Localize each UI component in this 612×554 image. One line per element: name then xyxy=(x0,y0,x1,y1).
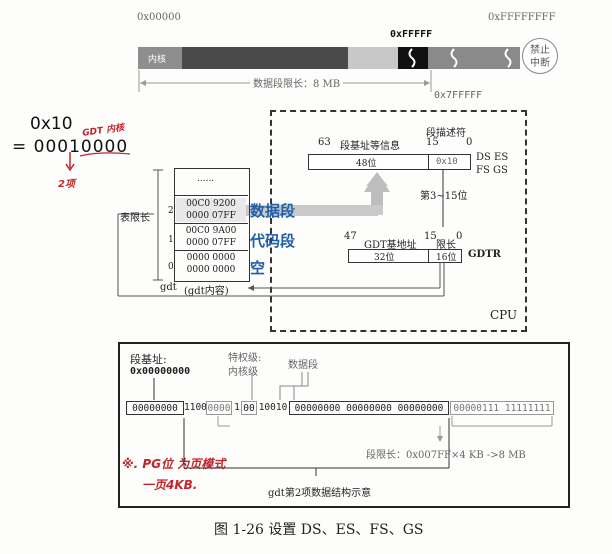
gdt-caption: (gdt内容) xyxy=(184,286,229,297)
bits-limit-lo: 00000111 11111111 xyxy=(450,401,554,415)
forbid-interrupt-circle xyxy=(522,38,558,74)
figure-caption: 图 1-26 设置 DS、ES、FS、GS xyxy=(214,522,424,538)
detail-privilege-label-1: 特权级: xyxy=(228,353,262,364)
hand-code-seg: 代码段 xyxy=(250,232,296,250)
detail-base-value: 0x00000000 xyxy=(130,366,191,377)
hand-pg-note-2: 一页4KB. xyxy=(142,478,198,492)
bits-limit-hi: 0000 xyxy=(206,401,232,415)
bits-base-hi: 00000000 xyxy=(126,401,184,415)
limit-to-table-pointer xyxy=(248,262,441,291)
gdtr-divider xyxy=(428,249,429,263)
detail-privilege-label-2: 内核级 xyxy=(228,367,258,378)
gdtr-limit-title: 限长 xyxy=(436,240,456,251)
selector-bit-0: 0 xyxy=(466,137,473,148)
addr-7ffff-label: 0x7FFFFF xyxy=(434,90,483,101)
detail-limit-formula: 段限长：0x007FF×4 KB ->8 MB xyxy=(366,450,526,461)
hand-null-seg: 空 xyxy=(250,259,266,277)
addr-start-label: 0x00000 xyxy=(137,12,181,23)
addr-ffff-label: 0xFFFFF xyxy=(390,29,433,40)
selector-title: 段描述符 xyxy=(426,128,466,139)
gdt-index-1: 1 xyxy=(168,235,174,245)
memory-kernel-segment xyxy=(138,47,182,69)
detail-data-seg-label: 数据段 xyxy=(288,360,318,371)
gdtr-bit-47: 47 xyxy=(344,231,357,242)
gdtr-base-pointer xyxy=(117,258,445,297)
gdt-row-0: 00C0 9200 xyxy=(176,198,246,210)
detail-pointer-lines xyxy=(153,372,309,400)
memory-light-segment xyxy=(348,47,398,69)
cpu-region xyxy=(270,110,527,332)
gdtr-label: GDTR xyxy=(468,249,501,260)
table-limit-pointer xyxy=(117,213,154,260)
memory-dark-segment xyxy=(182,47,348,69)
kernel-label: 内核 xyxy=(148,55,167,65)
detail-title-bracket xyxy=(183,418,450,476)
seg-reg-bit-63: 63 xyxy=(318,137,331,148)
descriptor-load-arrow xyxy=(246,172,390,216)
hand-index-note: 2项 xyxy=(58,179,75,190)
hand-data-seg: 数据段 xyxy=(250,202,296,220)
memory-break-marks xyxy=(408,48,512,68)
gdt-row-5: 0000 0000 xyxy=(186,265,236,275)
gdt-row-sep-3 xyxy=(174,250,248,251)
bits-base-lo: 00000000 00000000 00000000 xyxy=(289,401,449,415)
bits-type: 10010 xyxy=(258,402,288,413)
table-limit-label: 表限长 xyxy=(120,213,150,224)
gdt-name: gdt xyxy=(160,282,177,293)
gdtr-limit-width: 16位 xyxy=(436,253,457,263)
selector-divider xyxy=(428,154,429,170)
gdtr-base-width: 32位 xyxy=(374,253,395,263)
gdt-index-2: 2 xyxy=(168,206,174,216)
forbid-label-1: 禁止 xyxy=(530,45,550,56)
seg-reg-title: 段基址等信息 xyxy=(340,141,400,152)
bits-dpl: 00 xyxy=(241,401,257,415)
gdt-row-sep-1 xyxy=(174,195,248,196)
gdtr-bit-15: 15 xyxy=(424,231,437,242)
segment-register-box xyxy=(308,154,471,170)
limit-bracket xyxy=(217,416,553,442)
detail-base-label: 段基址: xyxy=(130,353,167,366)
gdtr-bit-0: 0 xyxy=(456,231,463,242)
bits-flags: 1100 xyxy=(184,402,207,413)
hand-selector-bin: = 00010000 xyxy=(12,137,129,157)
gdt-dots: ...... xyxy=(197,174,215,184)
gdtr-box xyxy=(348,249,462,263)
seg-regs-line2: FS GS xyxy=(476,165,508,176)
detail-title: gdt第2项数据结构示意 xyxy=(268,488,372,499)
forbid-label-2: 中断 xyxy=(530,58,550,69)
seg-regs-line1: DS ES xyxy=(476,152,509,163)
gdt-row-3: 0000 07FF xyxy=(186,238,236,248)
seg-reg-width: 48位 xyxy=(356,159,377,169)
gdt-index-0: 0 xyxy=(168,262,174,272)
hand-underline xyxy=(65,152,131,172)
gdt-table-frame xyxy=(174,168,250,282)
gdt-row-sep-2 xyxy=(174,223,248,224)
table-limit-bracket xyxy=(153,169,163,281)
hand-selector-hex: 0x10 xyxy=(30,114,73,134)
gdt-row-4: 0000 0000 xyxy=(186,253,236,263)
addr-end-label: 0xFFFFFFFF xyxy=(488,12,556,23)
selector-index-arrow xyxy=(442,169,444,227)
bits-3-15-label: 第3~15位 xyxy=(420,191,468,202)
gdt-row-1: 0000 07FF xyxy=(176,210,246,222)
selector-value: 0x10 xyxy=(436,157,458,167)
cpu-label: CPU xyxy=(490,308,518,322)
data-limit-label: 数据段限长：8 MB xyxy=(250,75,344,90)
selector-bit-15: 15 xyxy=(426,137,439,148)
gdt-row-2: 00C0 9A00 xyxy=(185,226,237,236)
bits-p: 1 xyxy=(234,402,240,413)
gdtr-base-title: GDT基地址 xyxy=(364,240,417,251)
descriptor-detail-panel xyxy=(118,342,570,508)
